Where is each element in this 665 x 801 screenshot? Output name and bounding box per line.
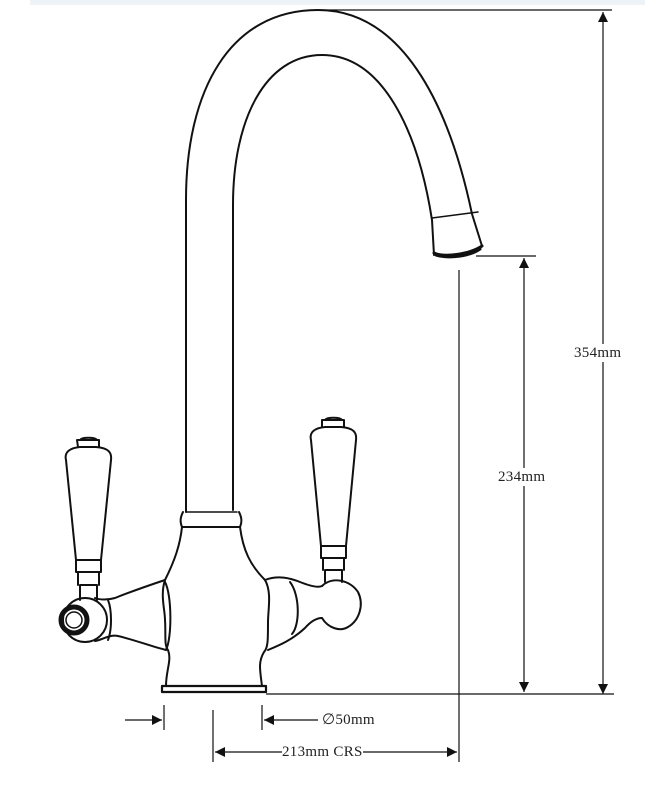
overall-height-label: 354mm: [574, 344, 622, 362]
top-edge-band: [30, 0, 645, 5]
dimension-lines: [125, 9, 614, 762]
right-handle-body: [264, 576, 362, 651]
tap-body: [160, 526, 271, 694]
left-lever: [64, 436, 113, 601]
left-handle-body: [58, 579, 172, 651]
right-lever: [309, 416, 358, 583]
spout: [185, 9, 484, 513]
spout-reach-label: 213mm CRS: [282, 743, 363, 761]
spout-height-label: 234mm: [498, 468, 546, 486]
base-diameter-label: ∅50mm: [322, 711, 375, 729]
